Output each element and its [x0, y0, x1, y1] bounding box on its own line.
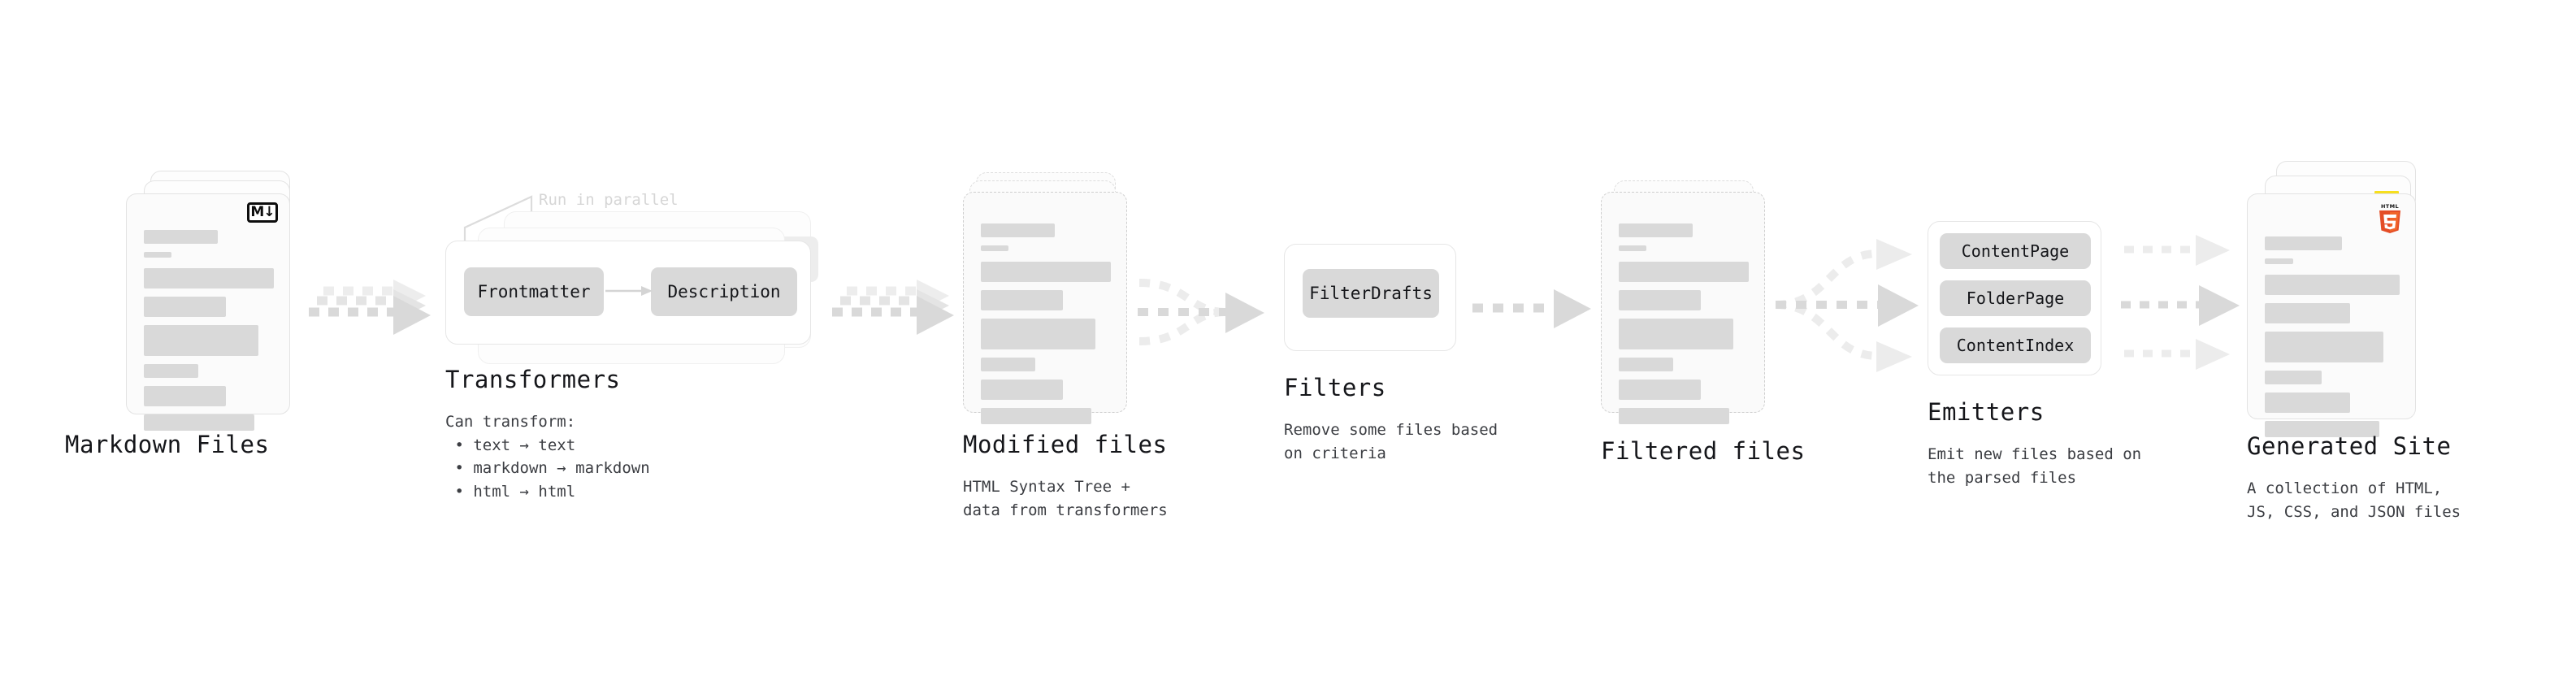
- stage-subtitle: HTML Syntax Tree + data from transformer…: [963, 478, 1168, 519]
- pill-contentindex[interactable]: ContentIndex: [1940, 327, 2091, 363]
- stage-title: Generated Site: [2247, 432, 2452, 460]
- html5-icon: HTML: [2376, 201, 2404, 235]
- file-content-lines: [981, 223, 1111, 432]
- markdown-file-stack: M↓: [126, 171, 301, 431]
- generated-file-stack: CSS HTML: [2247, 161, 2434, 437]
- filtered-file-stack: [1601, 180, 1776, 424]
- flow-arrow-3-merge: [1138, 268, 1284, 358]
- stage-title: Emitters: [1928, 398, 2045, 426]
- stage-markdown-files: M↓ Markdown Files: [65, 171, 301, 458]
- stage-subtitle: A collection of HTML, JS, CSS, and JSON …: [2247, 479, 2461, 521]
- flow-arrow-4: [1472, 286, 1602, 332]
- pill-frontmatter[interactable]: Frontmatter: [464, 267, 604, 316]
- stage-title: Filters: [1284, 374, 1386, 401]
- parallel-bracket: [457, 189, 554, 250]
- file-card-front: [1601, 192, 1765, 424]
- parallel-annotation: Run in parallel: [539, 191, 679, 209]
- stage-subtitle: Remove some files based on criteria: [1284, 421, 1498, 462]
- stage-title: Markdown Files: [65, 431, 270, 458]
- file-content-lines: [144, 230, 274, 439]
- pill-contentpage[interactable]: ContentPage: [1940, 233, 2091, 269]
- file-card-html: HTML: [2247, 193, 2416, 437]
- pill-folderpage[interactable]: FolderPage: [1940, 280, 2091, 316]
- stage-title: Transformers: [445, 366, 621, 393]
- stage-filtered-files: Filtered files: [1601, 180, 1805, 465]
- svg-text:HTML: HTML: [2381, 203, 2399, 210]
- inner-arrow-front: [605, 285, 654, 297]
- filters-box: FilterDrafts: [1284, 244, 1456, 351]
- file-card-front: M↓: [126, 193, 290, 431]
- flow-arrow-5-fanout: [1775, 228, 1938, 382]
- file-content-lines: [1619, 223, 1749, 432]
- flow-arrow-1: [307, 280, 437, 338]
- file-card-front: [963, 192, 1127, 424]
- stage-generated-site: CSS HTML: [2247, 161, 2461, 521]
- modified-file-stack: [963, 172, 1138, 424]
- stage-title: Filtered files: [1601, 437, 1806, 465]
- emitters-box: ContentPage FolderPage ContentIndex: [1928, 221, 2101, 375]
- flow-arrow-6: [2121, 232, 2267, 378]
- flow-arrow-2: [830, 280, 961, 338]
- pill-description[interactable]: Description: [651, 267, 797, 316]
- stage-subtitle: Emit new files based on the parsed files: [1928, 445, 2142, 487]
- transformer-layer-front: Frontmatter Description: [445, 241, 811, 345]
- markdown-icon: M↓: [247, 202, 278, 223]
- pill-filterdrafts[interactable]: FilterDrafts: [1303, 269, 1439, 318]
- file-content-lines: [2265, 236, 2400, 445]
- stage-modified-files: Modified files HTML Syntax Tree + data f…: [963, 172, 1168, 519]
- stage-title: Modified files: [963, 431, 1168, 458]
- stage-subtitle: Can transform: • text → text • markdown …: [445, 413, 650, 501]
